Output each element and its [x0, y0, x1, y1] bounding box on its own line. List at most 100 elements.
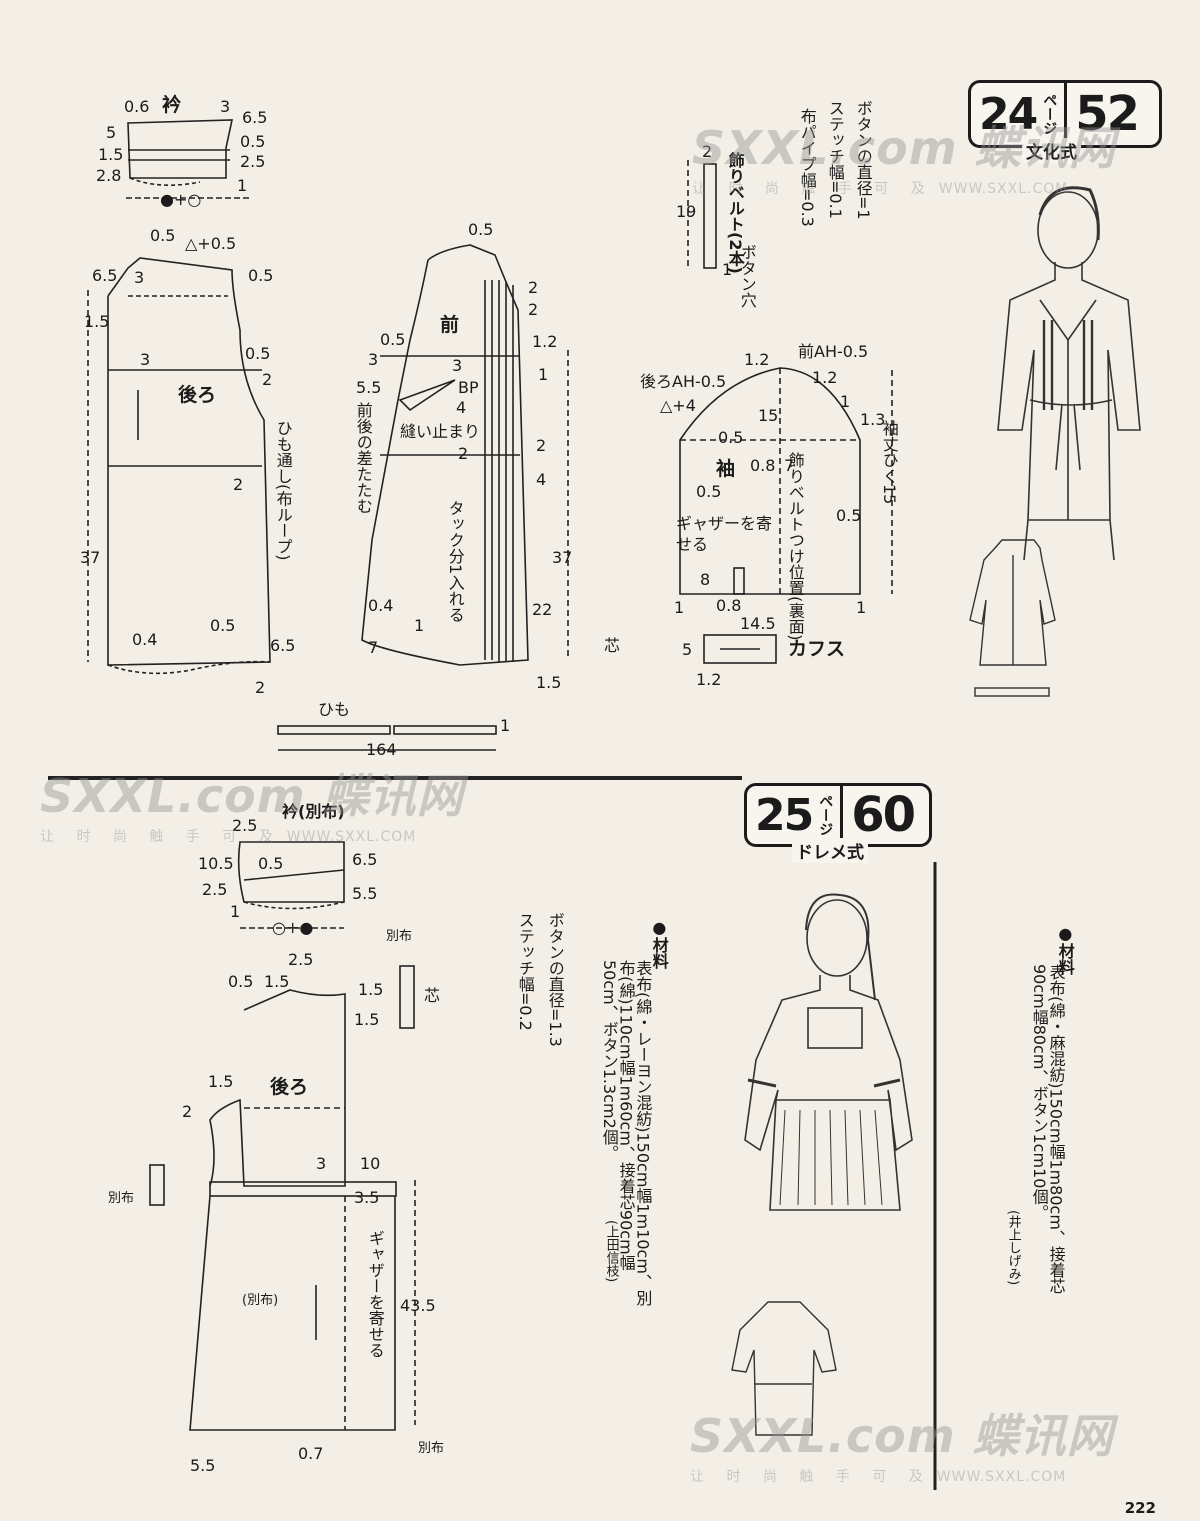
gather-note: ギャザーを寄せる	[365, 1230, 385, 1358]
badge-separator	[1064, 83, 1068, 145]
back-dim: 0.5	[150, 226, 176, 245]
back-dim: 1.5	[264, 972, 290, 991]
materials-25-text: 表布(綿・レーヨン混紡)150cm幅1m10cm、別布(綿)110cm幅1m60…	[599, 960, 653, 1306]
collar-dim: 6.5	[242, 108, 268, 127]
sleeve-gather: ギャザーを寄せる	[676, 514, 773, 554]
front-dim: 5.5	[356, 378, 382, 397]
back-dim: 10	[360, 1154, 381, 1173]
materials-24-heading: ●材料	[1055, 924, 1075, 975]
front-dim: 4	[456, 398, 467, 417]
cuffs-dim: 14.5	[740, 614, 776, 633]
watermark-brand: SXXL.com 蝶讯网	[692, 121, 1116, 175]
back-dim: 0.4	[132, 630, 158, 649]
back-dim: 37	[80, 548, 101, 567]
collar-dim: 5.5	[352, 884, 378, 903]
pattern-badge-25: 25 ページ 60	[744, 783, 932, 847]
front-dim: 1	[538, 365, 549, 384]
belt-dim: 1	[722, 260, 733, 279]
front-dim: 0.5	[380, 330, 406, 349]
cuffs-label: カフス	[788, 638, 846, 660]
front-dim: 22	[532, 600, 553, 619]
front-dim: 3	[452, 356, 463, 375]
badge-publisher: 文化式	[1022, 138, 1081, 163]
watermark-brand: SXXL.com 蝶讯网	[690, 1409, 1114, 1463]
front-dim: 0.4	[368, 596, 394, 615]
collar-dim: 3	[220, 97, 231, 116]
materials-25-heading: ●材料	[649, 918, 669, 969]
back-label: 後ろ	[178, 384, 217, 406]
front-dim: 1.2	[532, 332, 558, 351]
back-dim: 2	[262, 370, 273, 389]
front-dim: 0.5	[468, 220, 494, 239]
sleeve-dim: 1.2	[744, 350, 770, 369]
watermark-brand: SXXL.com 蝶讯网	[40, 769, 464, 823]
back-dim: 0.5	[245, 344, 271, 363]
watermark-slogan: 让 时 尚 触 手 可 及	[40, 829, 282, 845]
back-dim: 2	[255, 678, 266, 697]
top-model-figure	[997, 186, 1141, 561]
sleeve-dim: 15	[758, 406, 779, 425]
button-note: ボタンの直径=1	[853, 100, 873, 220]
back-dim: 6.5	[92, 266, 118, 285]
back-dim: 0.5	[210, 616, 236, 635]
back-dim: 0.7	[298, 1444, 324, 1463]
watermark-url: WWW.SXXL.COM	[286, 829, 417, 845]
interfacing-label: 芯	[604, 636, 621, 655]
cuffs-dim: 1.2	[696, 670, 722, 689]
back-dim: △+0.5	[185, 234, 237, 253]
badge-page-suffix: ページ	[817, 794, 834, 836]
back-dim: 3	[134, 268, 145, 287]
contrast-label: (別布)	[242, 1293, 279, 1308]
sleeve-label: 袖	[716, 458, 736, 480]
belt-dim: 2	[702, 142, 713, 161]
collar-title: 衿	[162, 94, 182, 116]
collar-dim: 1	[237, 176, 248, 195]
sleeve-dim: 0.8	[750, 456, 776, 475]
collar-dim: 0.5	[258, 854, 284, 873]
belt-dim: 19	[676, 202, 697, 221]
badge-separator	[840, 786, 844, 844]
sleeve-back-ah: 後ろAH-0.5	[640, 372, 727, 391]
badge-page-number: 24	[979, 88, 1038, 140]
sleeve-dim: 1.3	[860, 410, 886, 429]
sleeve-dim: 1.2	[812, 368, 838, 387]
back-dim: 1.5	[84, 312, 110, 331]
collar-dim: 1	[230, 902, 241, 921]
fold-note: 前後の差たたむ	[353, 402, 373, 514]
back-dim: 0.5	[248, 266, 274, 285]
watermark-bottom: SXXL.com 蝶讯网 让 时 尚 触 手 可 及 WWW.SXXL.COM	[690, 1400, 1114, 1486]
back-dim: 5.5	[190, 1456, 216, 1475]
front-dim: 7	[368, 638, 379, 657]
sleeve-dim: 0.5	[836, 506, 862, 525]
sleeve-dim: 0.5	[718, 428, 744, 447]
buttonhole-label: ボタン穴	[737, 244, 757, 308]
sleeve-dim: 8	[700, 570, 711, 589]
tie-dim: 164	[366, 740, 397, 759]
watermark-top: SXXL.com 蝶讯网 让 时 尚 触 手 可 及 WWW.SXXL.COM	[692, 112, 1116, 198]
sleeve-dim: 1	[856, 598, 867, 617]
piping-note: 布パイプ幅=0.3	[797, 108, 817, 227]
collar-dim: 2.5	[240, 152, 266, 171]
badge-page-number: 25	[755, 789, 814, 841]
contrast-fabric-label: 別布	[386, 929, 413, 944]
badge-page-suffix: ページ	[1041, 93, 1058, 135]
sleeve-length-note: 袖丈ひく15	[879, 420, 899, 505]
collar-title: 衿(別布)	[282, 802, 345, 821]
loop-note: ひも通し(布ループ)	[273, 420, 293, 561]
sleeve-dim: 1	[840, 392, 851, 411]
watermark-middle: SXXL.com 蝶讯网 让 时 尚 触 手 可 及 WWW.SXXL.COM	[40, 760, 464, 846]
sleeve-dim: 0.8	[716, 596, 742, 615]
badge-pattern-number: 52	[1075, 86, 1140, 142]
front-dim: 2	[536, 436, 547, 455]
collar-dim: 0.6	[124, 97, 150, 116]
bottom-back-view-figure	[731, 1301, 837, 1436]
cuffs-dim: 5	[682, 640, 693, 659]
collar-dim: 6.5	[352, 850, 378, 869]
tie-label: ひも	[318, 700, 351, 719]
front-dim: 1.5	[536, 673, 562, 692]
collar-dim: 10.5	[198, 854, 234, 873]
sew-stop-label: 縫い止まり	[400, 422, 481, 441]
belt-title: 飾りベルト(2本)	[725, 152, 745, 274]
contrast-fabric-label: 別布	[108, 1191, 135, 1206]
